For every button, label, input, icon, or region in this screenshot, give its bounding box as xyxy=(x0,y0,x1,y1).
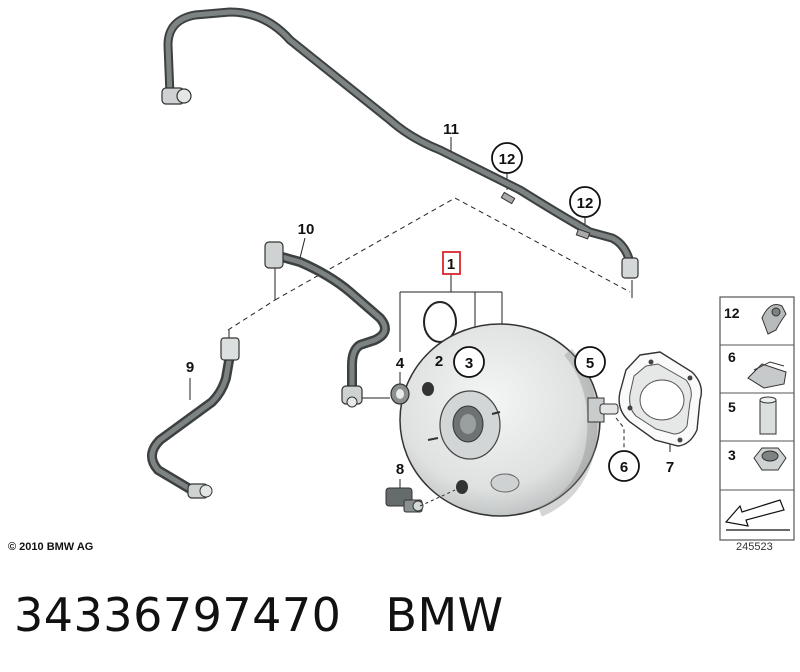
svg-text:7: 7 xyxy=(666,459,674,476)
vacuum-hose-11 xyxy=(161,7,639,279)
callout-3: 3 xyxy=(453,346,485,378)
svg-text:5: 5 xyxy=(728,399,736,415)
hose-clip-icon xyxy=(761,304,787,335)
svg-text:3: 3 xyxy=(728,447,736,463)
legend-item-12: 12 xyxy=(724,304,787,335)
svg-text:6: 6 xyxy=(620,459,628,476)
grommet xyxy=(390,383,410,405)
svg-text:12: 12 xyxy=(724,305,740,321)
callout-5: 5 xyxy=(574,346,606,378)
hex-nut-icon xyxy=(753,447,787,471)
parts-legend: 12 6 5 3 xyxy=(719,296,795,541)
svg-text:5: 5 xyxy=(586,355,594,372)
svg-text:8: 8 xyxy=(396,461,404,478)
callout-1: 1 xyxy=(442,251,461,275)
svg-text:12: 12 xyxy=(577,195,594,212)
sensor xyxy=(385,487,456,513)
svg-text:9: 9 xyxy=(186,359,194,376)
svg-text:2: 2 xyxy=(435,353,443,370)
callout-7: 7 xyxy=(666,459,674,476)
svg-text:6: 6 xyxy=(728,349,736,365)
part-line: 34336797470 BMW xyxy=(14,588,504,642)
svg-text:3: 3 xyxy=(465,355,473,372)
legend-item-6: 6 xyxy=(728,349,787,389)
callout-8: 8 xyxy=(396,461,404,478)
callout-11: 11 xyxy=(443,121,459,138)
callout-12-b: 12 xyxy=(569,186,601,218)
svg-text:1: 1 xyxy=(447,256,455,273)
legend-item-5: 5 xyxy=(728,396,777,435)
gasket xyxy=(618,351,703,447)
svg-text:12: 12 xyxy=(499,151,516,168)
diagram-number: 245523 xyxy=(736,541,773,553)
callout-4: 4 xyxy=(396,355,405,372)
part-number: 34336797470 xyxy=(14,588,342,642)
brand-name: BMW xyxy=(385,588,504,642)
callout-2: 2 xyxy=(435,353,443,370)
svg-text:11: 11 xyxy=(443,121,459,138)
vacuum-hose-10 xyxy=(264,241,390,408)
vacuum-hose-9 xyxy=(147,337,240,499)
callout-9: 9 xyxy=(186,359,194,376)
callout-12-a: 12 xyxy=(491,142,523,174)
pin-icon xyxy=(759,396,777,435)
copyright-notice: © 2010 BMW AG xyxy=(8,541,94,553)
arrow-icon xyxy=(724,499,790,531)
spring-clip-icon xyxy=(747,361,787,389)
callout-10: 10 xyxy=(298,221,315,238)
o-ring xyxy=(423,301,457,343)
callout-6: 6 xyxy=(608,450,640,482)
svg-text:4: 4 xyxy=(396,355,405,372)
svg-text:10: 10 xyxy=(298,221,315,238)
legend-item-3: 3 xyxy=(728,447,787,471)
